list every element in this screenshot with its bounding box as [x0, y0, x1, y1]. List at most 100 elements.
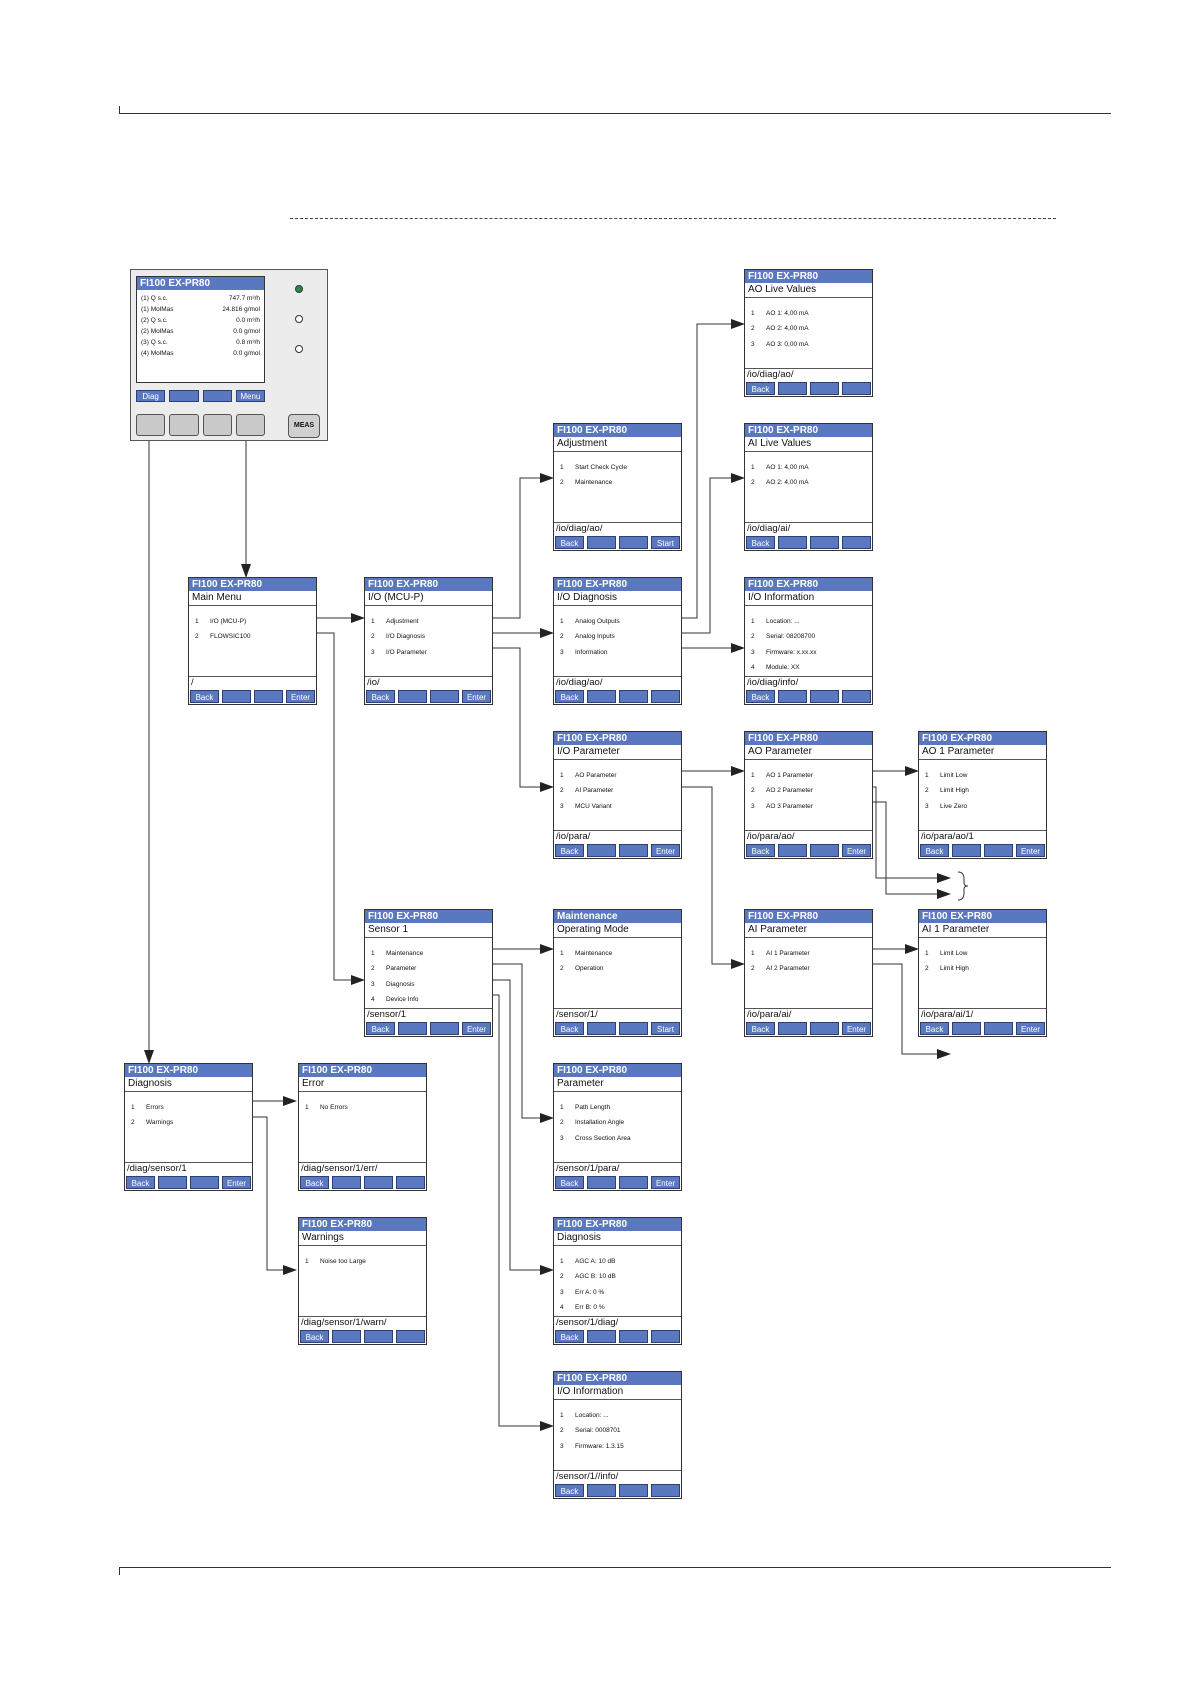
empty-softkey[interactable] — [810, 382, 839, 395]
empty-softkey[interactable] — [952, 1022, 981, 1035]
empty-softkey[interactable] — [842, 690, 871, 703]
empty-softkey[interactable] — [778, 844, 807, 857]
back-softkey[interactable]: Back — [555, 1484, 584, 1497]
empty-softkey[interactable] — [587, 536, 616, 549]
enter-softkey[interactable]: Enter — [1016, 844, 1045, 857]
empty-softkey[interactable] — [254, 690, 283, 703]
hardware-key-3[interactable] — [202, 414, 232, 436]
empty-softkey[interactable] — [364, 1330, 393, 1343]
empty-softkey[interactable] — [842, 536, 871, 549]
hardware-key-1[interactable] — [136, 414, 166, 436]
start-softkey[interactable]: Start — [651, 536, 680, 549]
enter-softkey[interactable]: Enter — [1016, 1022, 1045, 1035]
empty-softkey[interactable] — [619, 536, 648, 549]
back-softkey[interactable]: Back — [190, 690, 219, 703]
empty-softkey[interactable] — [222, 690, 251, 703]
back-softkey[interactable]: Back — [920, 844, 949, 857]
back-softkey[interactable]: Back — [555, 690, 584, 703]
empty-softkey[interactable] — [396, 1176, 425, 1189]
empty-softkey[interactable] — [810, 1022, 839, 1035]
back-softkey[interactable]: Back — [126, 1176, 155, 1189]
enter-softkey[interactable]: Enter — [651, 1176, 680, 1189]
enter-softkey[interactable]: Enter — [286, 690, 315, 703]
empty-softkey[interactable] — [778, 536, 807, 549]
empty-softkey[interactable] — [587, 844, 616, 857]
empty-softkey[interactable] — [430, 1022, 459, 1035]
back-softkey[interactable]: Back — [366, 1022, 395, 1035]
empty-softkey[interactable] — [396, 1330, 425, 1343]
empty-softkey[interactable] — [158, 1176, 187, 1189]
back-softkey[interactable]: Back — [555, 1022, 584, 1035]
empty-softkey[interactable] — [619, 1022, 648, 1035]
back-softkey[interactable]: Back — [746, 690, 775, 703]
empty-softkey[interactable] — [842, 382, 871, 395]
empty-softkey[interactable] — [332, 1330, 361, 1343]
empty-softkey[interactable] — [364, 1176, 393, 1189]
empty-softkey[interactable] — [778, 1022, 807, 1035]
empty-softkey[interactable] — [619, 690, 648, 703]
empty-softkey[interactable] — [810, 536, 839, 549]
back-softkey[interactable]: Back — [555, 536, 584, 549]
empty-softkey[interactable] — [651, 690, 680, 703]
enter-softkey[interactable]: Enter — [462, 690, 491, 703]
empty-softkey[interactable] — [984, 1022, 1013, 1035]
empty-softkey[interactable] — [619, 1330, 648, 1343]
back-softkey[interactable]: Back — [746, 536, 775, 549]
enter-softkey[interactable]: Enter — [651, 844, 680, 857]
back-softkey[interactable]: Back — [920, 1022, 949, 1035]
empty-softkey[interactable] — [651, 1330, 680, 1343]
empty-softkey[interactable] — [778, 690, 807, 703]
back-softkey[interactable]: Back — [746, 844, 775, 857]
back-softkey[interactable]: Back — [746, 1022, 775, 1035]
empty-softkey[interactable] — [398, 690, 427, 703]
empty-softkey[interactable] — [587, 1484, 616, 1497]
empty-softkey[interactable] — [619, 1484, 648, 1497]
back-softkey[interactable]: Back — [366, 690, 395, 703]
empty-softkey[interactable] — [332, 1176, 361, 1189]
enter-softkey[interactable]: Enter — [462, 1022, 491, 1035]
hardware-key-2[interactable] — [169, 414, 199, 436]
empty-softkey[interactable] — [984, 844, 1013, 857]
empty-softkey[interactable] — [619, 1176, 648, 1189]
back-softkey[interactable]: Back — [555, 844, 584, 857]
back-softkey[interactable]: Back — [300, 1330, 329, 1343]
